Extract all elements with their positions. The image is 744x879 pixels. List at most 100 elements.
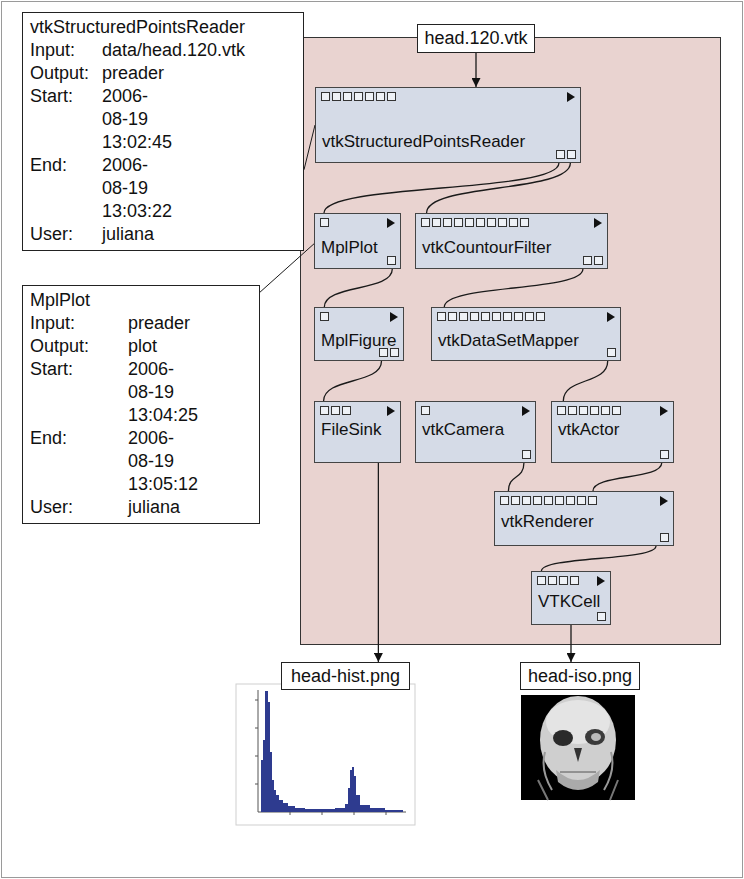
module-box: vtkDataSetMapper xyxy=(431,307,621,361)
output-port xyxy=(594,256,603,265)
module-name: vtkCamera xyxy=(422,420,504,440)
connector xyxy=(563,361,607,401)
module-name: vtkDataSetMapper xyxy=(438,331,579,351)
field-value: 2006-08-19 13:04:25 xyxy=(128,358,198,427)
connector xyxy=(593,463,662,491)
run-triangle xyxy=(660,406,668,416)
connector xyxy=(475,53,476,87)
field-name: User: xyxy=(30,223,102,246)
field-value: 2006-08-19 13:03:22 xyxy=(102,154,172,223)
leader-line xyxy=(304,125,315,170)
module-name: VTKCell xyxy=(538,592,600,612)
field-value: juliana xyxy=(128,496,180,519)
field-value: 2006-08-19 13:05:12 xyxy=(128,427,198,496)
field-value: preader xyxy=(102,62,164,85)
file-name: head-hist.png xyxy=(291,663,400,689)
input-port xyxy=(557,406,566,415)
connector xyxy=(508,463,524,491)
input-port xyxy=(332,92,341,101)
field-name: Output: xyxy=(30,62,102,85)
input-port xyxy=(544,496,553,505)
module-box: vtkRenderer xyxy=(494,491,674,546)
input-port xyxy=(555,496,564,505)
input-port xyxy=(520,218,529,227)
field-value: data/head.120.vtk xyxy=(102,39,245,62)
field-name: End: xyxy=(30,154,102,223)
module-name: vtkRenderer xyxy=(501,512,594,532)
input-port xyxy=(533,496,542,505)
input-port xyxy=(492,312,501,321)
run-triangle xyxy=(594,218,602,228)
annotation-title: MplPlot xyxy=(30,289,252,312)
input-port xyxy=(536,312,545,321)
input-port xyxy=(421,406,430,415)
run-triangle xyxy=(387,406,395,416)
field-value: preader xyxy=(128,312,190,335)
input-port xyxy=(421,218,430,227)
file-name: head.120.vtk xyxy=(424,25,527,52)
module-box: VTKCell xyxy=(531,571,611,625)
module-box: vtkCountourFilter xyxy=(415,213,608,269)
input-port xyxy=(476,218,485,227)
input-port xyxy=(511,496,520,505)
module-box: MplFigure xyxy=(314,307,404,361)
module-name: vtkStructuredPointsReader xyxy=(322,132,525,152)
annotation-title: vtkStructuredPointsReader xyxy=(30,16,296,39)
input-port xyxy=(487,218,496,227)
connector xyxy=(541,546,656,571)
input-port xyxy=(448,312,457,321)
run-triangle xyxy=(660,496,668,506)
histogram-image xyxy=(236,684,415,825)
input-port xyxy=(588,496,597,505)
input-port xyxy=(500,496,509,505)
input-port xyxy=(343,92,352,101)
module-box: FileSink xyxy=(314,401,401,463)
input-port xyxy=(577,496,586,505)
run-triangle xyxy=(597,576,605,586)
input-port xyxy=(566,496,575,505)
input-port xyxy=(365,92,374,101)
field-name: End: xyxy=(30,427,128,496)
module-box: MplPlot xyxy=(314,213,401,269)
output-port xyxy=(567,150,576,159)
input-port xyxy=(498,218,507,227)
input-port xyxy=(537,576,546,585)
input-port xyxy=(612,406,621,415)
input-port xyxy=(320,312,329,321)
module-name: MplFigure xyxy=(321,331,397,351)
module-box: vtkActor xyxy=(551,401,674,463)
isosurface-image xyxy=(521,695,635,800)
input-port xyxy=(570,576,579,585)
input-port xyxy=(559,576,568,585)
input-port xyxy=(514,312,523,321)
input-port xyxy=(321,92,330,101)
field-name: Start: xyxy=(30,85,102,154)
connector xyxy=(324,269,392,307)
output-port xyxy=(660,533,669,542)
module-name: vtkCountourFilter xyxy=(422,238,551,258)
output-port xyxy=(607,348,616,357)
field-value: juliana xyxy=(102,223,154,246)
connector xyxy=(427,163,571,213)
input-port xyxy=(509,218,518,227)
input-port xyxy=(376,92,385,101)
input-port xyxy=(432,218,441,227)
input-port xyxy=(443,218,452,227)
input-port xyxy=(503,312,512,321)
input-port xyxy=(601,406,610,415)
annotation-box: vtkStructuredPointsReaderInput:data/head… xyxy=(22,12,304,251)
field-name: Input: xyxy=(30,39,102,62)
output-port xyxy=(597,612,606,621)
input-port xyxy=(465,218,474,227)
field-name: Output: xyxy=(30,335,128,358)
output-port xyxy=(556,150,565,159)
input-port xyxy=(525,312,534,321)
output-port xyxy=(583,256,592,265)
field-value: plot xyxy=(128,335,157,358)
input-port xyxy=(590,406,599,415)
field-value: 2006-08-19 13:02:45 xyxy=(102,85,172,154)
field-name: User: xyxy=(30,496,128,519)
output-port xyxy=(660,450,669,459)
